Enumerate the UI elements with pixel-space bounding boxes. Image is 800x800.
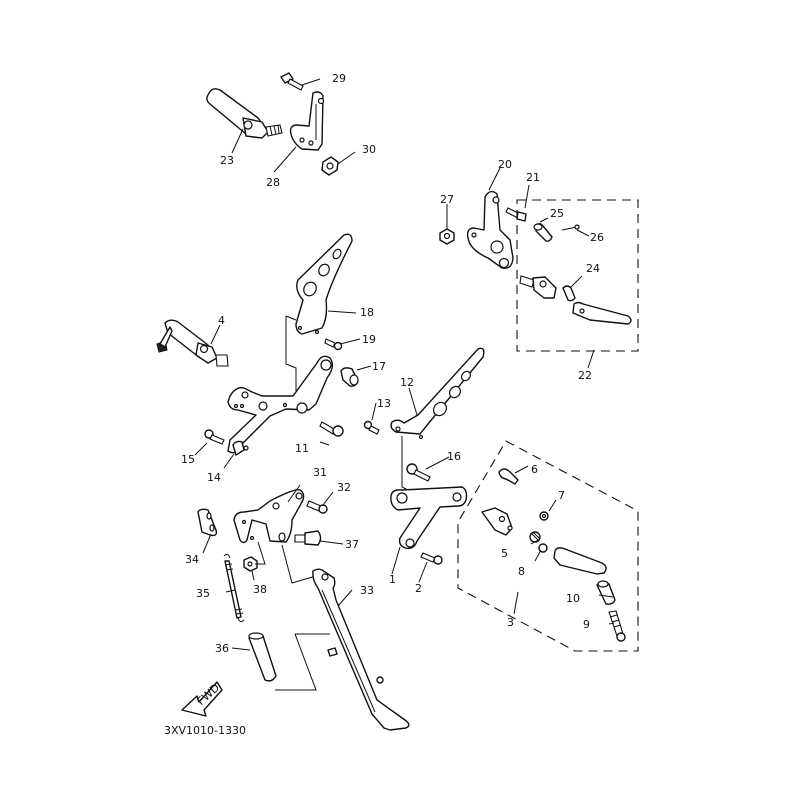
part-30-nut xyxy=(321,156,339,176)
part-1-front-footrest-bracket-right xyxy=(390,486,468,550)
part-2-bolt xyxy=(420,552,443,565)
part-14-front-footrest-bracket-left xyxy=(227,355,334,456)
diagram-code: 3XV1010-1330 xyxy=(164,724,246,737)
callout-20: 20 xyxy=(498,158,512,171)
part-4-front-footrest-left xyxy=(156,319,229,367)
part-29-bolt xyxy=(280,72,304,91)
part-16-bolt xyxy=(406,463,431,482)
part-23-rear-footrest-left xyxy=(206,88,283,139)
fwd-direction-arrow: FWD xyxy=(181,681,223,717)
callout-2: 2 xyxy=(415,582,422,595)
part-24-spring xyxy=(562,285,576,302)
callout-8: 8 xyxy=(518,565,525,578)
part-38-nut xyxy=(243,556,258,572)
callout-31: 31 xyxy=(313,466,327,479)
callout-12: 12 xyxy=(400,376,414,389)
callout-37: 37 xyxy=(345,538,359,551)
part-21-bolt xyxy=(505,207,527,222)
part-27-nut xyxy=(439,228,455,245)
callout-5: 5 xyxy=(501,547,508,560)
part-18-heel-guard-left xyxy=(295,233,353,335)
part-footpeg-3 xyxy=(553,547,607,575)
assembly-3-boundary xyxy=(457,440,639,652)
callout-4: 4 xyxy=(218,314,225,327)
callout-15: 15 xyxy=(181,453,195,466)
callout-7: 7 xyxy=(558,489,565,502)
callout-9: 9 xyxy=(583,618,590,631)
part-33-sidestand xyxy=(312,568,410,731)
callout-11: 11 xyxy=(295,442,309,455)
callout-23: 23 xyxy=(220,154,234,167)
part-19-screw xyxy=(324,338,343,351)
callout-14: 14 xyxy=(207,471,221,484)
guide-line-18 xyxy=(285,315,297,400)
callout-18: 18 xyxy=(360,306,374,319)
part-5-spring xyxy=(529,531,541,543)
part-36-collar xyxy=(248,632,277,682)
part-9-bolt xyxy=(608,610,626,642)
part-11-bolt xyxy=(319,421,344,437)
part-28-bracket xyxy=(289,91,325,151)
callout-30: 30 xyxy=(362,143,376,156)
callout-6: 6 xyxy=(531,463,538,476)
callout-19: 19 xyxy=(362,333,376,346)
guide-line-36 xyxy=(275,633,330,691)
part-22-footpeg xyxy=(572,301,632,325)
assembly-22-boundary xyxy=(516,199,639,352)
part-35-spring xyxy=(223,553,245,623)
callout-13: 13 xyxy=(377,397,391,410)
part-7-washer xyxy=(539,511,549,521)
callout-labels: 1 2 3 4 5 6 7 8 9 10 11 12 13 14 15 16 1… xyxy=(181,72,604,655)
part-37-pivot-bolt xyxy=(294,530,322,546)
callout-35: 35 xyxy=(196,587,210,600)
part-15-bolt xyxy=(204,429,225,445)
callout-24: 24 xyxy=(586,262,600,275)
part-26-cotter-pin xyxy=(561,224,580,231)
callout-38: 38 xyxy=(253,583,267,596)
part-12-heel-guard-right xyxy=(390,347,485,440)
callout-22: 22 xyxy=(578,369,592,382)
part-17-collar xyxy=(340,367,359,387)
part-13-screw xyxy=(363,420,380,435)
guide-line-38 xyxy=(255,541,266,565)
part-22-footrest-pivot xyxy=(519,275,557,299)
callout-36: 36 xyxy=(215,642,229,655)
callout-21: 21 xyxy=(526,171,540,184)
part-34-stand-stopper xyxy=(197,508,218,537)
part-10-collar xyxy=(596,580,616,605)
part-25-pin xyxy=(533,223,553,242)
part-footrest-pivot-3 xyxy=(481,507,513,536)
callout-33: 33 xyxy=(360,584,374,597)
part-31-sidestand-bracket xyxy=(233,489,305,544)
callout-1: 1 xyxy=(389,573,396,586)
callout-32: 32 xyxy=(337,481,351,494)
callout-34: 34 xyxy=(185,553,199,566)
callout-27: 27 xyxy=(440,193,454,206)
part-20-rear-footrest-bracket-right xyxy=(466,190,514,269)
part-6-pin xyxy=(498,468,519,485)
callout-16: 16 xyxy=(447,450,461,463)
callout-26: 26 xyxy=(590,231,604,244)
leader-lines xyxy=(194,78,615,651)
callout-17: 17 xyxy=(372,360,386,373)
guide-line-33 xyxy=(281,544,317,584)
callout-28: 28 xyxy=(266,176,280,189)
callout-10: 10 xyxy=(566,592,580,605)
callout-3: 3 xyxy=(507,616,514,629)
guide-line-12 xyxy=(401,436,409,491)
part-32-bolt xyxy=(306,500,328,514)
callout-25: 25 xyxy=(550,207,564,220)
callout-29: 29 xyxy=(332,72,346,85)
